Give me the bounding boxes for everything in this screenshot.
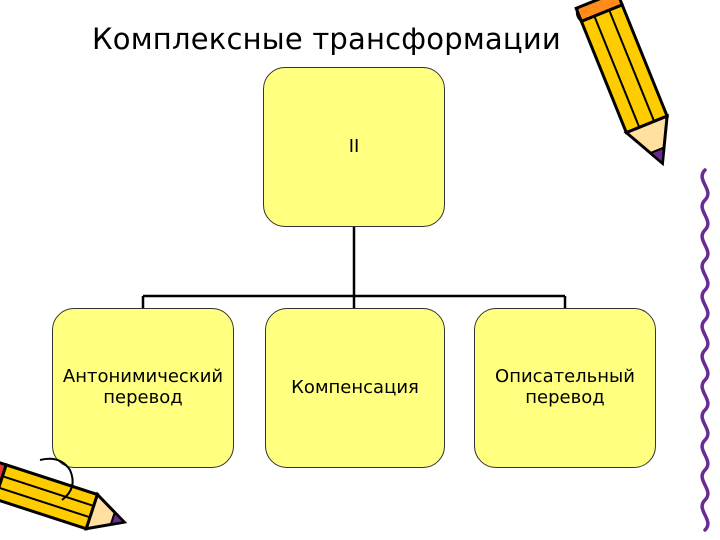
squiggle-border-decoration xyxy=(0,0,720,540)
